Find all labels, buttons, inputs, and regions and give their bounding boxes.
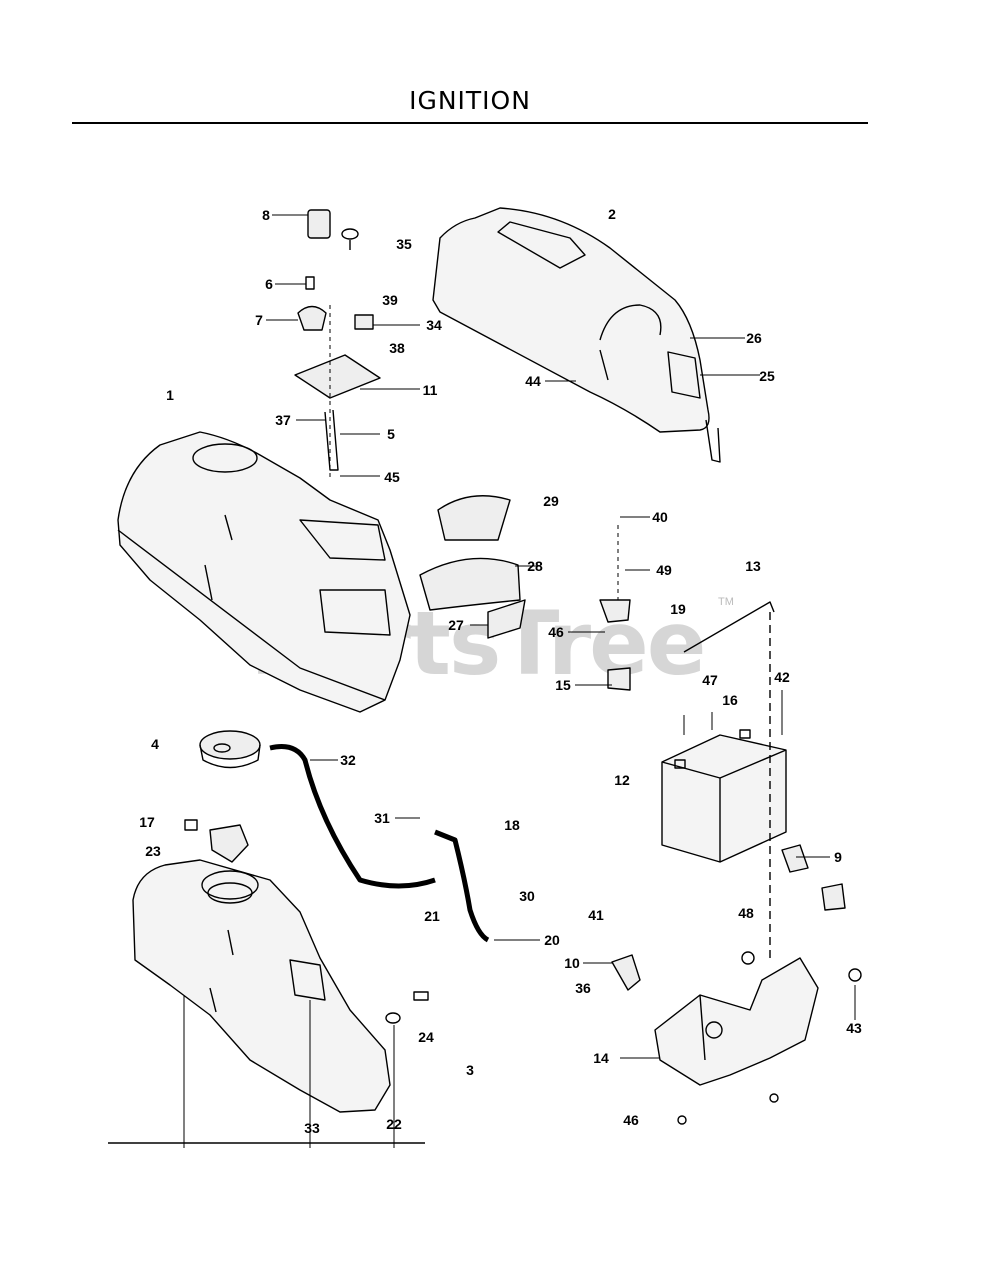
small-parts	[184, 209, 862, 1125]
callout-9: 9	[834, 849, 842, 865]
callout-19: 19	[670, 601, 686, 617]
callout-15: 15	[555, 677, 571, 693]
callout-49: 49	[656, 562, 672, 578]
fuel-hose-part	[269, 744, 490, 943]
callout-24: 24	[418, 1029, 434, 1045]
body-panel-part	[117, 431, 411, 713]
page-title: IGNITION	[409, 86, 531, 115]
callout-29: 29	[543, 493, 559, 509]
callout-45: 45	[384, 469, 400, 485]
callout-28: 28	[527, 558, 543, 574]
callout-36: 36	[575, 980, 591, 996]
callout-38: 38	[389, 340, 405, 356]
callout-5: 5	[387, 426, 395, 442]
callout-18: 18	[504, 817, 520, 833]
callout-23: 23	[145, 843, 161, 859]
callout-31: 31	[374, 810, 390, 826]
callout-30: 30	[519, 888, 535, 904]
callout-46-a: 46	[548, 624, 564, 640]
title-rule	[72, 122, 868, 124]
callout-34: 34	[426, 317, 442, 333]
callout-32: 32	[340, 752, 356, 768]
callout-26: 26	[746, 330, 762, 346]
callout-2: 2	[608, 206, 616, 222]
callout-42: 42	[774, 669, 790, 685]
callout-13: 13	[745, 558, 761, 574]
leader-lines	[108, 214, 856, 1148]
callout-8: 8	[262, 207, 270, 223]
watermark-tm: TM	[718, 596, 734, 608]
callout-35: 35	[396, 236, 412, 252]
callout-12: 12	[614, 772, 630, 788]
callout-11: 11	[422, 382, 438, 398]
callout-14: 14	[593, 1050, 609, 1066]
callout-7: 7	[255, 312, 263, 328]
callout-43: 43	[846, 1020, 862, 1036]
strap-rod-part	[683, 601, 775, 960]
callout-16: 16	[722, 692, 738, 708]
callout-37: 37	[275, 412, 291, 428]
callout-47: 47	[702, 672, 718, 688]
callout-21: 21	[424, 908, 440, 924]
callout-44: 44	[525, 373, 541, 389]
callout-46-b: 46	[623, 1112, 639, 1128]
callout-41: 41	[588, 907, 604, 923]
callout-25: 25	[759, 368, 775, 384]
hood-cover-part	[432, 207, 721, 463]
callout-17: 17	[139, 814, 155, 830]
callout-6: 6	[265, 276, 273, 292]
battery-tray-part	[654, 957, 819, 1086]
callout-40: 40	[652, 509, 668, 525]
callout-3: 3	[466, 1062, 474, 1078]
callout-20: 20	[544, 932, 560, 948]
fuel-tank-part	[132, 859, 391, 1113]
callout-1: 1	[166, 387, 174, 403]
callout-27: 27	[448, 617, 464, 633]
callout-10: 10	[564, 955, 580, 971]
callout-48: 48	[738, 905, 754, 921]
callout-33: 33	[304, 1120, 320, 1136]
callout-22: 22	[386, 1116, 402, 1132]
battery-part	[661, 729, 787, 863]
callout-39: 39	[382, 292, 398, 308]
fuel-cap-part	[199, 730, 261, 769]
callout-4: 4	[151, 736, 159, 752]
